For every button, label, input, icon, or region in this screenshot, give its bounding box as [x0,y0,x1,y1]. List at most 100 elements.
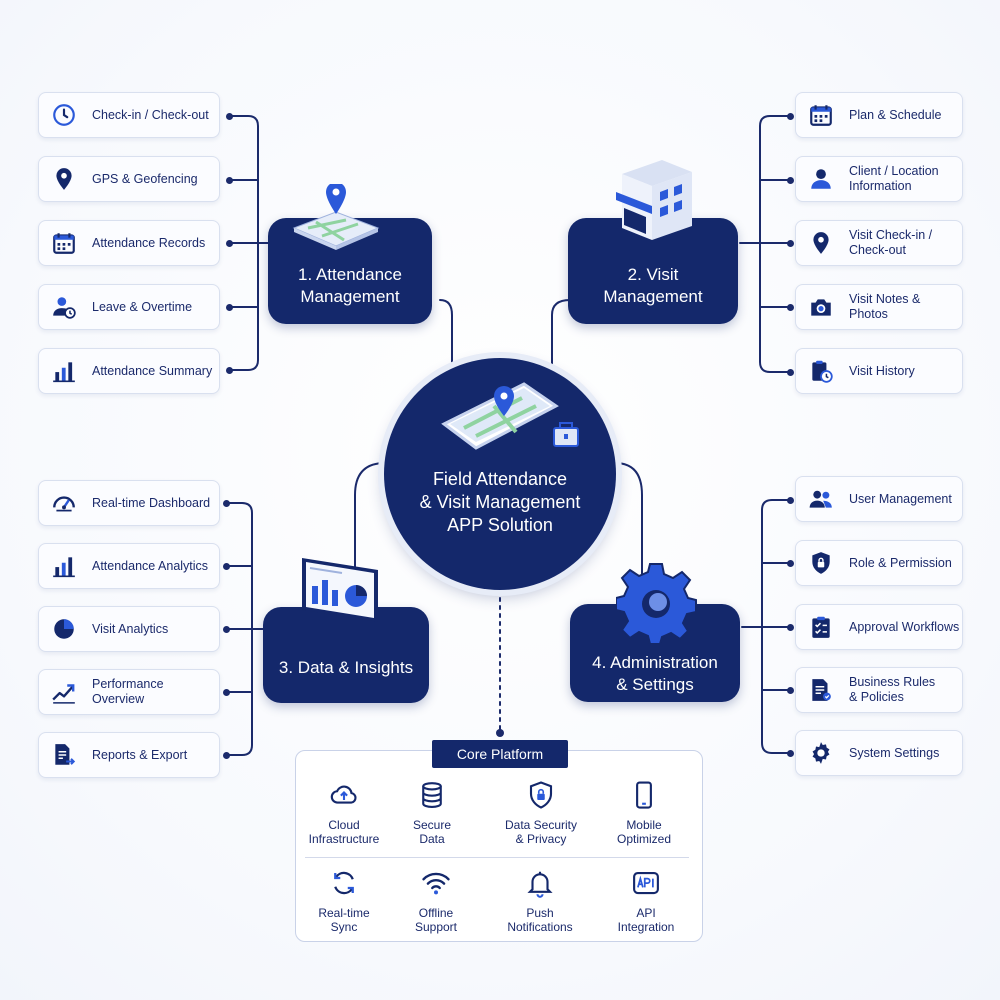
item-label: Plan & Schedule [849,107,942,122]
visit-item-history[interactable]: Visit History [795,348,963,394]
visit-item-plan[interactable]: Plan & Schedule [795,92,963,138]
item-label: Real-time Dashboard [92,495,211,510]
smartphone-icon [589,778,699,812]
item-label: Business Rules & Policies [849,675,936,704]
item-label: Attendance Analytics [92,558,209,573]
core-item-label: Push Notifications [507,906,573,934]
core-item-label: Data Security & Privacy [504,818,578,846]
attendance-item-summary[interactable]: Attendance Summary [38,348,220,394]
attendance-item-checkin[interactable]: Check-in / Check-out [38,92,220,138]
item-label: Visit Check-in / Check-out [849,228,933,257]
core-item-label: API Integration [617,906,675,934]
calendar-icon [807,101,835,129]
module-title: 3. Data & Insights [278,658,414,677]
admin-item-approval[interactable]: Approval Workflows [795,604,963,650]
insights-item-visit-analytics[interactable]: Visit Analytics [38,606,220,652]
database-icon [377,778,487,812]
cloud-upload-icon [289,778,399,812]
item-label: Reports & Export [92,747,188,762]
connector-dot [223,500,230,507]
core-item-api[interactable]: API Integration [591,866,701,934]
core-item-sync[interactable]: Real-time Sync [289,866,399,934]
item-label: Attendance Records [92,235,206,250]
admin-item-users[interactable]: User Management [795,476,963,522]
admin-item-settings[interactable]: System Settings [795,730,963,776]
core-item-security[interactable]: Data Security & Privacy [486,778,596,846]
module-title: 2. Visit Management [603,265,703,306]
connector-dot [223,689,230,696]
core-item-label: Cloud Infrastructure [308,818,380,846]
clipboard-check-icon [807,613,835,641]
core-item-push[interactable]: Push Notifications [485,866,595,934]
user-icon [807,165,835,193]
location-pin-icon [50,165,78,193]
clipboard-clock-icon [807,357,835,385]
connector-dot [226,113,233,120]
admin-item-roles[interactable]: Role & Permission [795,540,963,586]
attendance-item-leave[interactable]: Leave & Overtime [38,284,220,330]
bell-icon [485,866,595,900]
gear-icon [807,739,835,767]
core-platform-title: Core Platform [432,740,568,768]
attendance-item-records[interactable]: Attendance Records [38,220,220,266]
insights-item-attendance-analytics[interactable]: Attendance Analytics [38,543,220,589]
core-item-offline[interactable]: Offline Support [381,866,491,934]
connector-dot [787,304,794,311]
item-label: User Management [849,491,952,506]
map-pin-illustration [292,184,380,250]
hub-solution[interactable]: Field Attendance & Visit Management APP … [384,358,616,590]
visit-item-checkin[interactable]: Visit Check-in / Check-out [795,220,963,266]
module-title: 1. Attendance Management [298,265,402,306]
core-item-label: Offline Support [414,906,458,934]
item-label: Visit Notes & Photos [849,292,921,321]
admin-item-rules[interactable]: Business Rules & Policies [795,667,963,713]
core-item-secure-data[interactable]: Secure Data [377,778,487,846]
visit-item-notes[interactable]: Visit Notes & Photos [795,284,963,330]
connector-dot [226,304,233,311]
camera-icon [807,293,835,321]
insights-item-dashboard[interactable]: Real-time Dashboard [38,480,220,526]
module-data-insights[interactable]: 3. Data & Insights [263,607,429,703]
core-item-cloud[interactable]: Cloud Infrastructure [289,778,399,846]
connector-dot [223,626,230,633]
item-label: Performance Overview [92,677,164,706]
core-item-label: Real-time Sync [318,906,370,934]
item-label: Check-in / Check-out [92,107,209,122]
connector-dot [226,177,233,184]
location-pin-icon [807,229,835,257]
item-label: Approval Workflows [849,619,960,634]
visit-item-client[interactable]: Client / Location Information [795,156,963,202]
core-item-label: Mobile Optimized [616,818,672,846]
connector-dot [787,240,794,247]
connector-dot [787,560,794,567]
connector-dot [787,750,794,757]
attendance-item-gps[interactable]: GPS & Geofencing [38,156,220,202]
calendar-icon [50,229,78,257]
item-label: GPS & Geofencing [92,171,198,186]
item-label: Leave & Overtime [92,299,193,314]
item-label: Role & Permission [849,555,952,570]
gauge-icon [50,489,78,517]
connector-dot [787,624,794,631]
core-item-label: Secure Data [412,818,452,846]
item-label: Client / Location Information [849,164,939,193]
item-label: System Settings [849,745,940,760]
pie-chart-icon [50,615,78,643]
core-divider [305,857,689,858]
shield-lock-icon [807,549,835,577]
hub-title: Field Attendance & Visit Management APP … [419,469,581,535]
smartphone-map-illustration [441,382,579,450]
clock-icon [50,101,78,129]
document-rules-icon [807,676,835,704]
users-icon [807,485,835,513]
api-icon [591,866,701,900]
connector-dot [787,369,794,376]
core-item-mobile[interactable]: Mobile Optimized [589,778,699,846]
connector-dot [223,563,230,570]
connector-dot [787,687,794,694]
insights-item-reports[interactable]: Reports & Export [38,732,220,778]
bar-chart-icon [50,552,78,580]
bar-chart-icon [50,357,78,385]
insights-item-performance[interactable]: Performance Overview [38,669,220,715]
